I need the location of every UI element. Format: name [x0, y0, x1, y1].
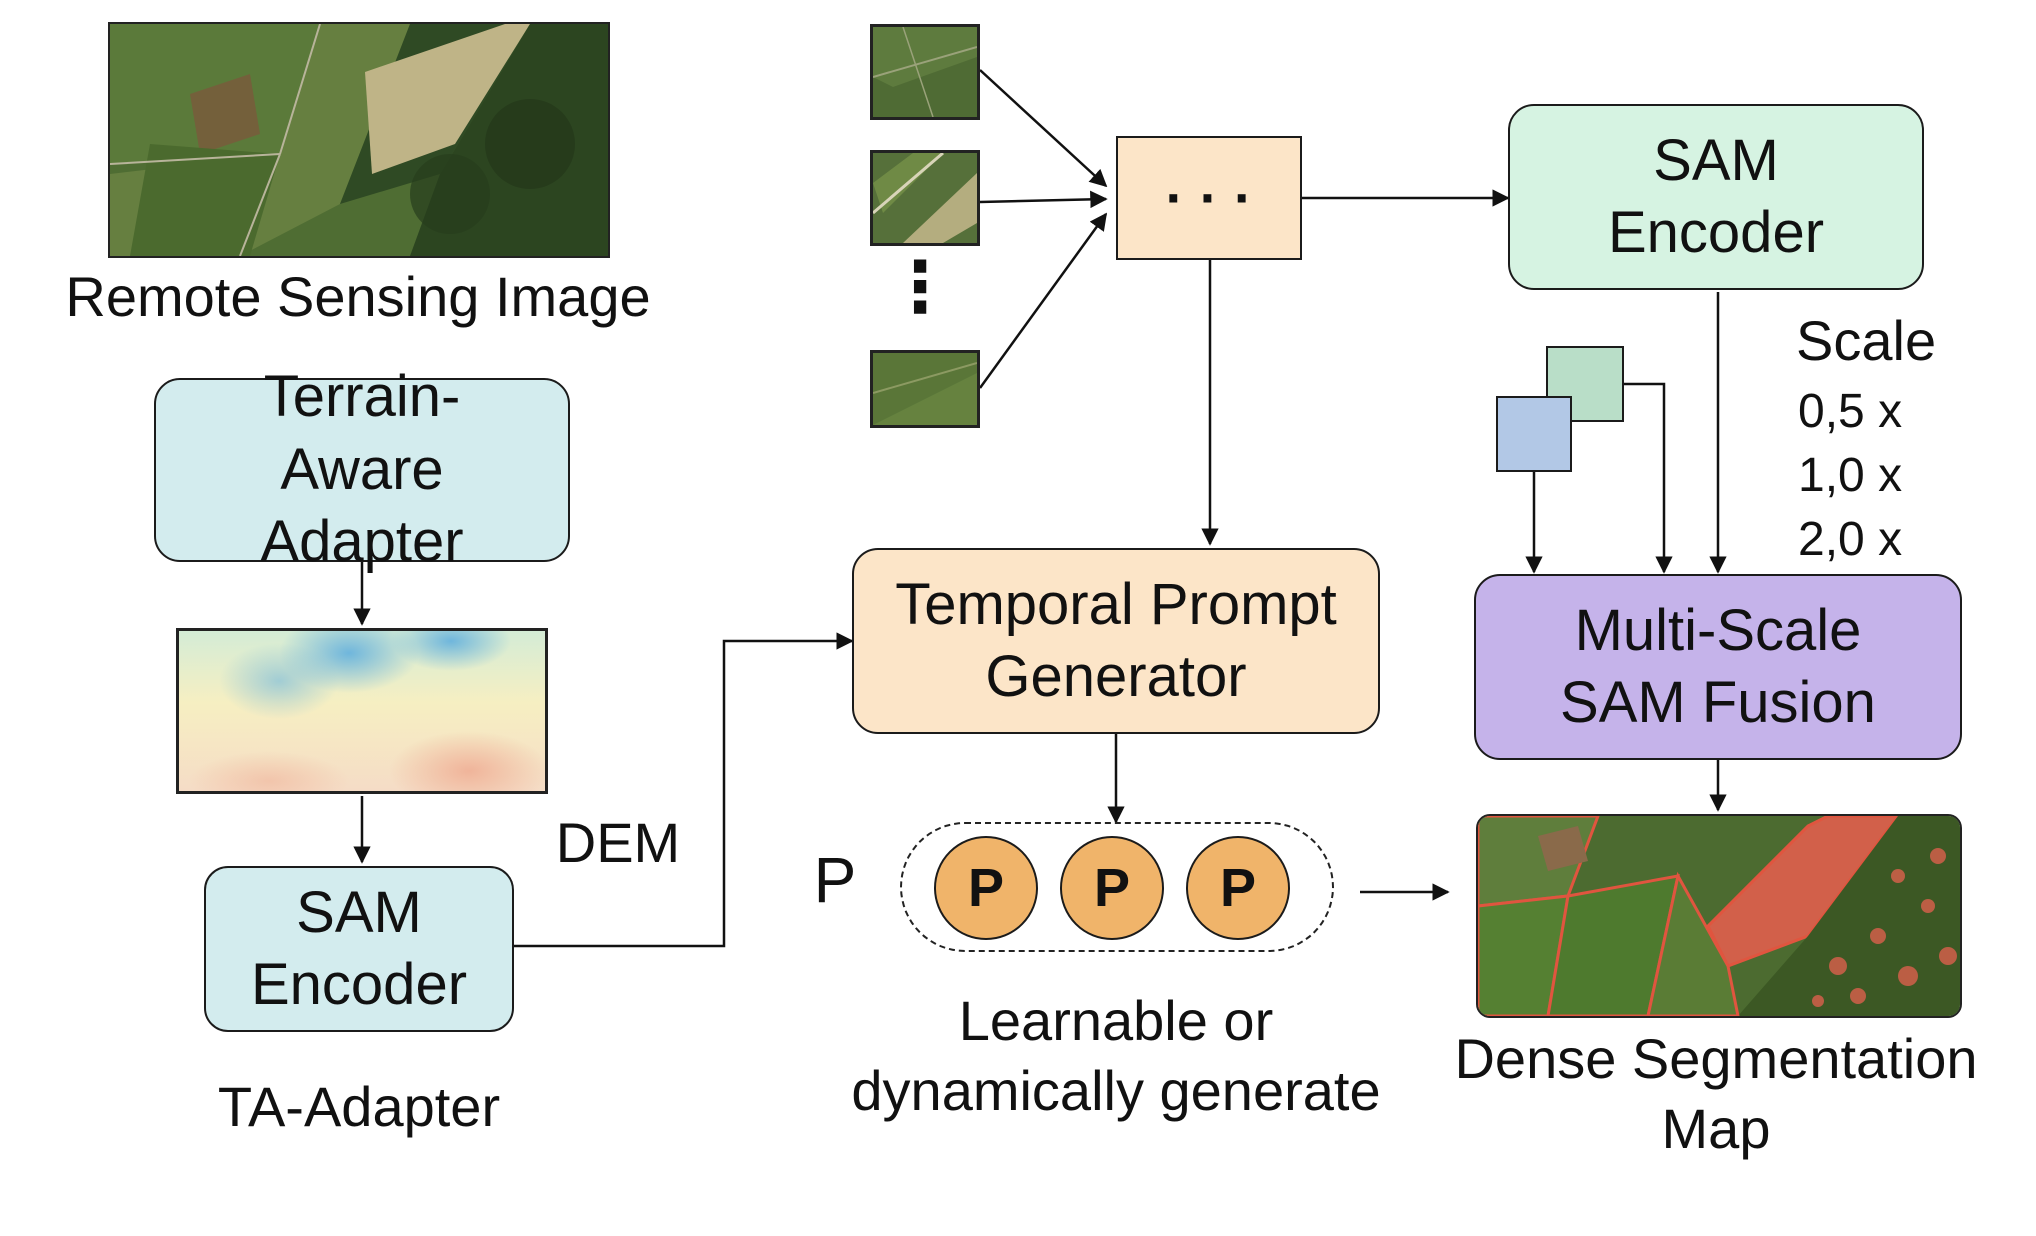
dem-image	[176, 628, 548, 794]
prompt-token-3: P	[1186, 836, 1290, 940]
ta-sam-encoder-label: SAM Encoder	[250, 879, 468, 1018]
arrow-thumb2-to-stack	[979, 190, 1108, 209]
multi-scale-sam-fusion-label: Multi-Scale SAM Fusion	[1560, 597, 1876, 736]
temporal-prompt-generator-label: Temporal Prompt Generator	[895, 571, 1337, 710]
dense-segmentation-caption-text: Dense Segmentation Map	[1454, 1027, 1978, 1160]
temporal-prompt-generator-box: Temporal Prompt Generator	[852, 548, 1380, 734]
remote-sensing-image-label: Remote Sensing Image	[65, 265, 651, 328]
dem-label: DEM	[555, 811, 681, 874]
scale-title: Scale	[1796, 309, 1937, 372]
sam-encoder-label: SAM Encoder	[1607, 127, 1825, 266]
prompt-token-1: P	[934, 836, 1038, 940]
arrow-thumb1-to-stack	[979, 69, 1108, 188]
scale-value-1: 0,5 x	[1798, 385, 1903, 438]
ta-sam-encoder-box: SAM Encoder	[204, 866, 514, 1032]
prompt-token-2: P	[1060, 836, 1164, 940]
temporal-vertical-ellipsis: ⋮	[885, 248, 955, 326]
temporal-image-2	[870, 150, 980, 246]
scale-value-3: 2,0 x	[1798, 513, 1903, 566]
terrain-aware-adapter-label: Terrain-Aware Adapter	[260, 364, 464, 575]
remote-sensing-image	[108, 22, 610, 258]
temporal-stack-box: · · ·	[1116, 136, 1302, 260]
arrow-thumb3-to-stack	[978, 212, 1108, 389]
feature-map-blue	[1496, 396, 1572, 472]
scale-value-2: 1,0 x	[1798, 449, 1903, 502]
prompt-caption: Learnable or dynamically generate	[851, 989, 1381, 1122]
sam-encoder-box: SAM Encoder	[1508, 104, 1924, 290]
prompt-symbol: P	[813, 844, 857, 916]
arrow-green-feature-to-fusion	[1624, 382, 1673, 574]
prompt-caption-line-1: Learnable or dynamically generate	[816, 986, 1416, 1126]
arrow-encoder-to-generator	[514, 632, 854, 948]
dense-segmentation-map-caption: Dense Segmentation Map	[1446, 1024, 1992, 1164]
terrain-aware-adapter-box: Terrain-Aware Adapter	[154, 364, 570, 574]
temporal-image-1	[870, 24, 980, 120]
temporal-stack-ellipsis: · · ·	[1165, 166, 1253, 229]
ta-adapter-caption: TA-Adapter	[217, 1075, 501, 1138]
multi-scale-sam-fusion-box: Multi-Scale SAM Fusion	[1474, 574, 1962, 760]
temporal-image-n	[870, 350, 980, 428]
dense-segmentation-map	[1476, 814, 1962, 1018]
prompt-token-group	[900, 822, 1334, 952]
